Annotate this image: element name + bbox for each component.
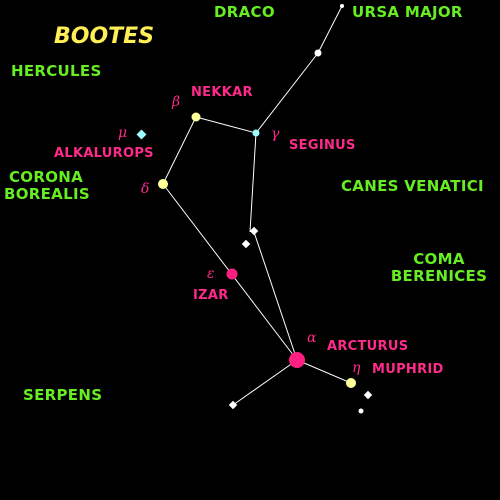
line-nekkar-to-seginus <box>195 116 257 134</box>
label-arcturus: ARCTURUS <box>327 339 409 354</box>
label-alkalurops: ALKALUROPS <box>54 146 154 161</box>
label-nekkar: NEKKAR <box>191 85 253 100</box>
star-arcturus <box>289 352 305 368</box>
label-muphrid: MUPHRID <box>372 362 444 377</box>
label-seginus: SEGINUS <box>289 138 356 153</box>
label-canes-venatici: CANES VENATICI <box>341 177 484 195</box>
line-ursa-major-tail <box>317 5 343 54</box>
star-delta <box>158 179 168 189</box>
line-arcturus-to-muphrid <box>296 359 352 384</box>
label-corona-borealis-2: BOREALIS <box>4 185 90 203</box>
greek-beta: β <box>172 94 181 110</box>
line-rho-to-arcturus <box>253 231 298 361</box>
label-corona-borealis-1: CORONA <box>9 168 84 186</box>
star-sigma <box>241 239 251 249</box>
label-izar: IZAR <box>193 288 229 303</box>
constellation-lines <box>162 5 352 406</box>
label-ursa-major: URSA MAJOR <box>352 3 463 21</box>
star-zeta <box>228 400 238 410</box>
greek-alpha: α <box>307 330 317 346</box>
greek-mu: μ <box>118 125 128 141</box>
star-rho <box>249 226 259 236</box>
star-ursa-major <box>314 49 322 57</box>
star-muphrid <box>346 378 356 388</box>
greek-eta: η <box>352 360 361 376</box>
greek-epsilon: ε <box>207 266 215 282</box>
stars <box>136 4 373 414</box>
star-seginus <box>252 129 260 137</box>
line-seginus-to-rho <box>249 132 257 233</box>
greek-gamma: γ <box>271 126 280 142</box>
line-ursa-major-to-seginus <box>255 52 319 134</box>
label-draco: DRACO <box>214 3 275 21</box>
label-coma-berenices-2: BERENICES <box>390 267 488 285</box>
constellation-title: BOOTES <box>54 24 155 49</box>
star-nekkar <box>191 112 201 122</box>
star-ursa-major-tip <box>340 4 344 8</box>
label-serpens: SERPENS <box>23 386 103 404</box>
label-coma-berenices-1: COMA <box>413 250 465 268</box>
star-izar <box>226 268 238 280</box>
line-nekkar-to-delta <box>162 116 197 185</box>
star-tau <box>363 390 373 400</box>
label-hercules: HERCULES <box>11 62 102 80</box>
star-upsilon <box>358 408 364 414</box>
star-alkalurops <box>136 129 147 140</box>
line-arcturus-to-zeta <box>232 359 298 406</box>
greek-delta: δ <box>141 181 150 197</box>
